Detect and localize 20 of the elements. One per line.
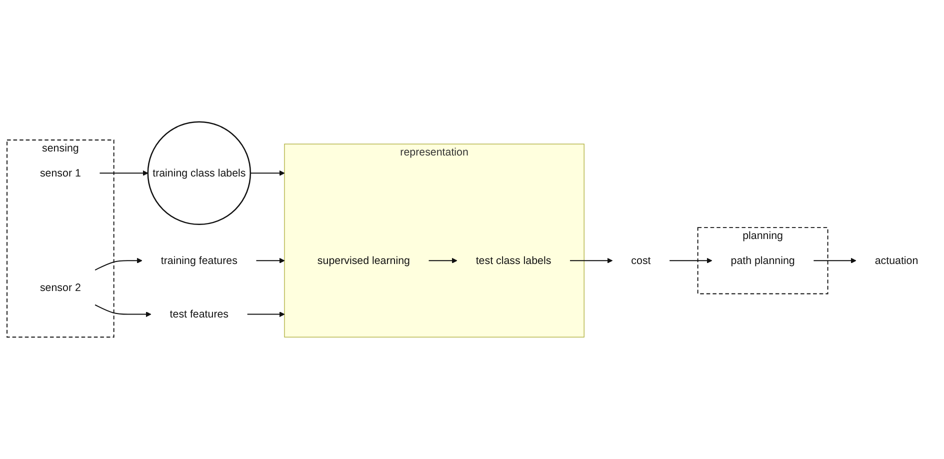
arrow [250, 170, 285, 176]
node-text: training features [160, 254, 238, 266]
arrow [570, 258, 613, 264]
node-text: test features [170, 308, 229, 320]
arrow [247, 312, 285, 318]
arrow [94, 304, 152, 318]
arrow [100, 170, 148, 176]
node-text: sensor 1 [40, 167, 81, 179]
node-circle: training class labels [147, 121, 252, 226]
arrow [814, 258, 856, 264]
node-text: path planning [730, 254, 795, 266]
arrow [670, 258, 712, 264]
node-text: cost [631, 254, 651, 266]
node-text: supervised learning [317, 254, 410, 266]
arrow [256, 258, 285, 264]
node-text: sensor 2 [40, 281, 81, 294]
node-text: test class labels [476, 254, 552, 266]
arrow [428, 258, 458, 264]
node-text: actuation [874, 254, 918, 266]
arrow [94, 258, 142, 270]
